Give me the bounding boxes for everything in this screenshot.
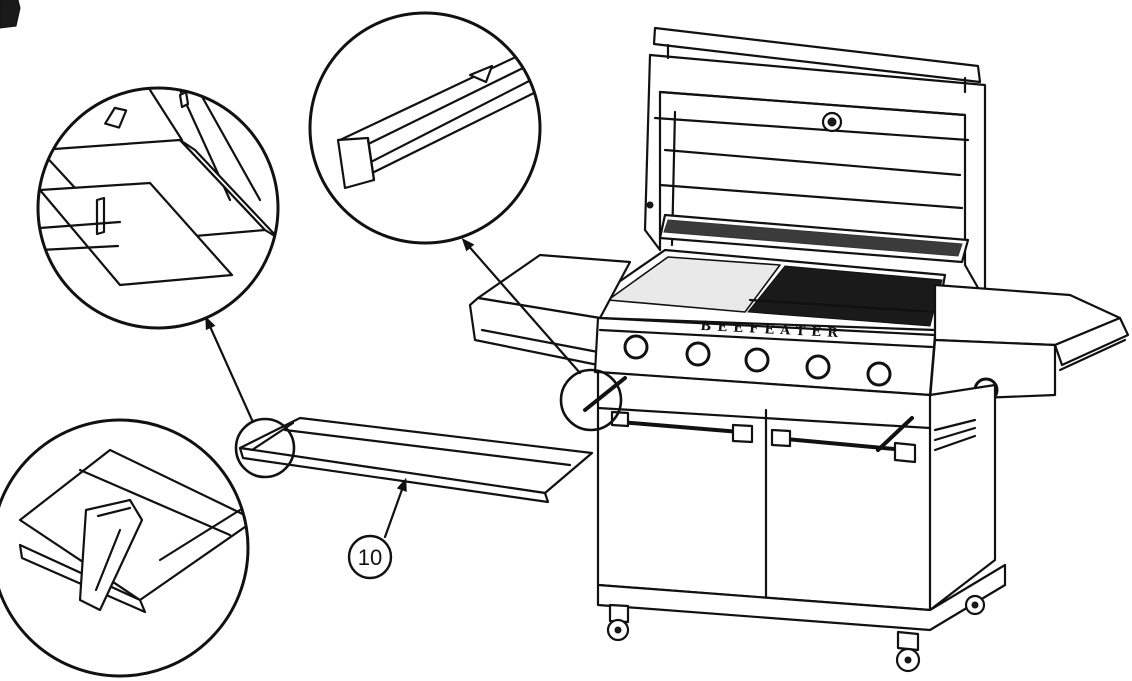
side-shelf-right	[928, 283, 1130, 403]
control-knob-4	[805, 354, 831, 380]
step-number-mark	[0, 0, 21, 29]
cooking-surface	[598, 248, 947, 332]
cart-body	[596, 370, 1007, 632]
detail-view-b	[308, 11, 542, 245]
detail-view-a	[36, 86, 280, 330]
highlight-shelf-support	[559, 368, 623, 432]
arrow-to-detail-a	[205, 315, 254, 422]
part-number-label: 10	[358, 545, 382, 570]
barbecue: BEEFEATER	[468, 26, 1130, 673]
control-knob-1	[623, 334, 649, 360]
castors	[606, 594, 986, 673]
control-panel: BEEFEATER	[593, 316, 937, 397]
highlight-tray-corner	[234, 417, 296, 479]
control-knob-5	[866, 361, 892, 387]
control-knob-3	[744, 347, 770, 373]
part-callout-10: 10	[347, 534, 393, 580]
grill-grate	[747, 265, 943, 327]
grill-lid	[643, 26, 987, 302]
detail-view-c	[0, 418, 250, 678]
arrow-to-detail-b	[461, 238, 582, 375]
control-knob-2	[685, 341, 711, 367]
side-shelf-left	[468, 253, 632, 367]
arrow-icon	[383, 477, 407, 539]
